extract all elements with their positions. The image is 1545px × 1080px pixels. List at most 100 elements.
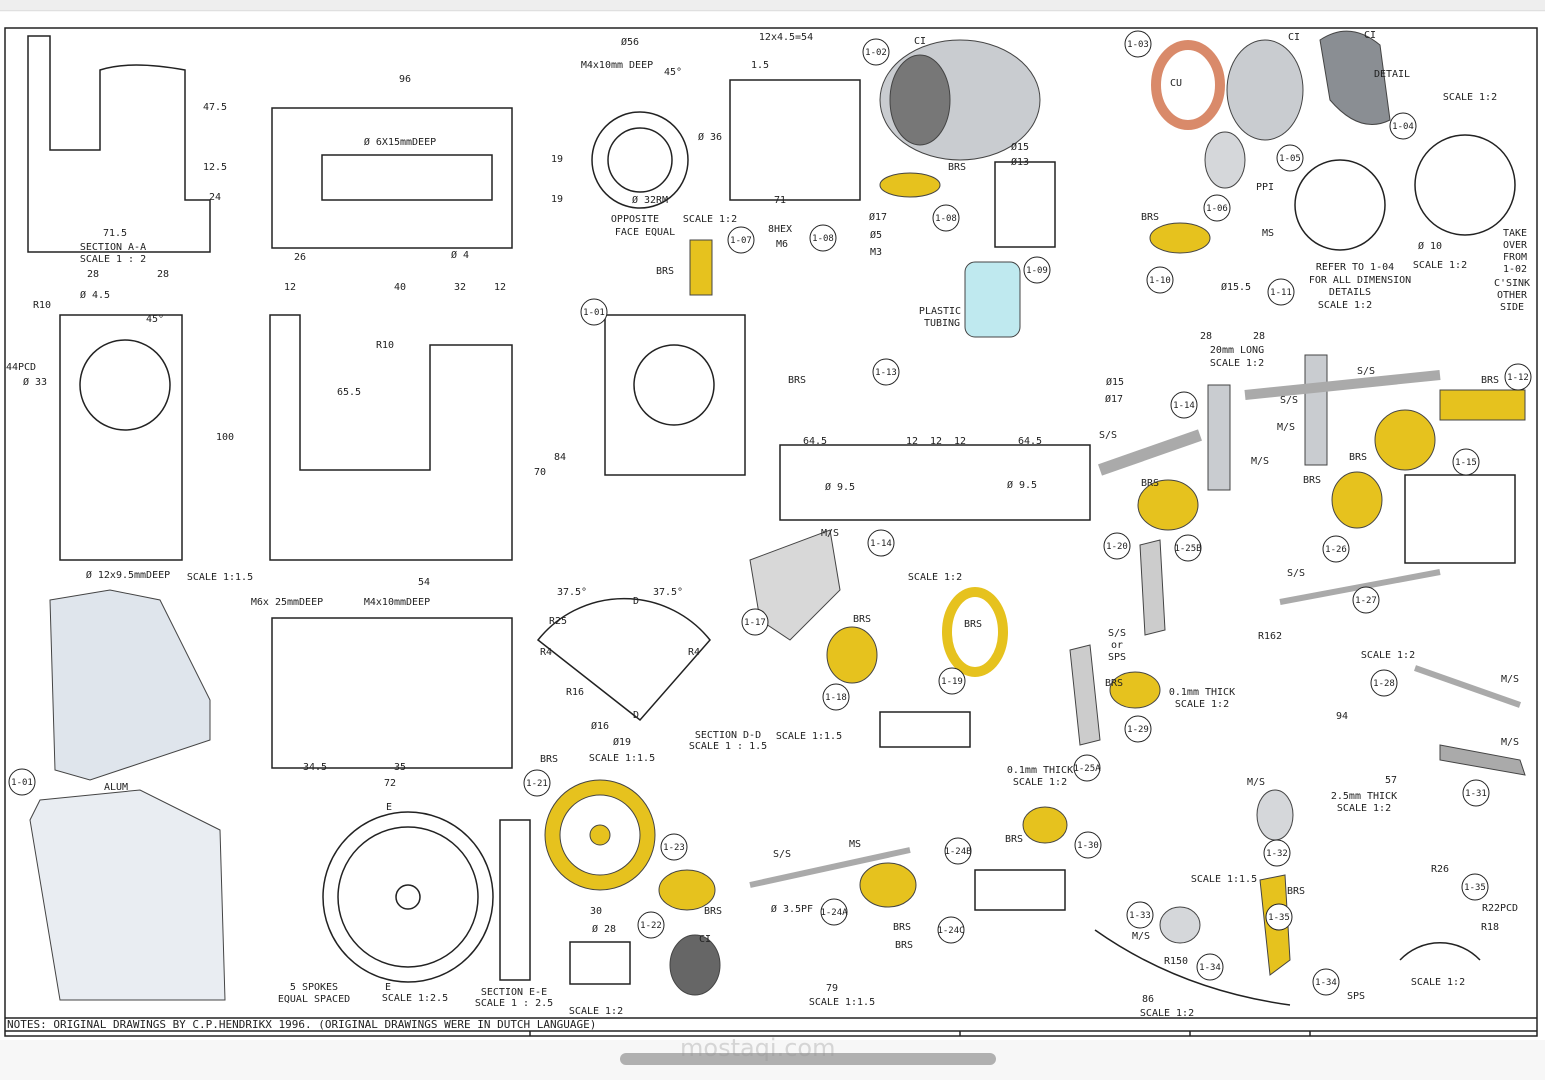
part-callout: 1-06 xyxy=(1203,194,1231,222)
part-callout: 1-24C xyxy=(937,916,965,944)
dimension-label: Ø 4 xyxy=(451,249,469,261)
callout-circle xyxy=(637,911,665,939)
callout-circle xyxy=(1322,535,1350,563)
dimension-label: 86 xyxy=(1142,994,1154,1005)
dimension-label: or xyxy=(1111,640,1123,651)
dimension-label: M4x10mmDEEP xyxy=(364,597,430,608)
dimension-label: Ø5 xyxy=(870,229,882,241)
dimension-label: R26 xyxy=(1431,864,1449,875)
part-callout: 1-10 xyxy=(1146,266,1174,294)
part-callout: 1-34 xyxy=(1196,953,1224,981)
callout-circle xyxy=(1461,873,1489,901)
dimension-label: Ø 9.5 xyxy=(1007,479,1037,491)
dimension-label: Ø 9.5 xyxy=(825,481,855,493)
callout-circle xyxy=(862,38,890,66)
dimension-label: 28 xyxy=(87,269,99,280)
dimension-label: Ø 3.5PF xyxy=(771,903,813,915)
dimension-label: R4 xyxy=(688,647,700,658)
scroll-handle[interactable] xyxy=(620,1053,996,1065)
tubing-render xyxy=(964,261,1021,338)
bracket-render xyxy=(49,589,211,781)
brass-bush xyxy=(1374,409,1436,471)
dimension-label: Ø13 xyxy=(1011,156,1029,168)
dimension-label: SCALE 1:2 xyxy=(683,214,737,225)
dimension-label: SCALE 1:1.5 xyxy=(809,997,875,1008)
callout-circle xyxy=(1146,266,1174,294)
dimension-label: R16 xyxy=(566,687,584,698)
dimension-label: SCALE 1:2 xyxy=(1413,260,1467,271)
dimension-label: BRS xyxy=(656,266,674,277)
dimension-label: 32 xyxy=(454,282,466,293)
dimension-label: OTHER xyxy=(1497,290,1528,301)
dimension-label: 57 xyxy=(1385,775,1397,786)
callout-label: 1-24C xyxy=(937,926,964,936)
callout-label: 1-13 xyxy=(875,368,897,378)
part-callout: 1-33 xyxy=(1126,901,1154,929)
callout-circle xyxy=(944,837,972,865)
part-outlines xyxy=(27,35,1516,1006)
part-callout: 1-15 xyxy=(1452,448,1480,476)
callout-label: 1-08 xyxy=(935,214,957,224)
callout-circle xyxy=(8,768,36,796)
dimension-label: 96 xyxy=(399,74,411,85)
part-callout: 1-14 xyxy=(867,529,895,557)
callout-label: 1-06 xyxy=(1206,204,1228,214)
dimension-label: Ø 44PCD xyxy=(0,361,36,373)
dimension-label: Ø 12x9.5mmDEEP xyxy=(86,569,170,581)
callout-circle xyxy=(1124,715,1152,743)
dimension-label: C'SINK xyxy=(1494,278,1530,289)
dimension-label: SIDE xyxy=(1500,302,1524,313)
dimension-label: SCALE 1:1.5 xyxy=(776,731,842,742)
dimension-label: OVER xyxy=(1503,240,1528,251)
callout-circle xyxy=(1452,448,1480,476)
callout-circle xyxy=(1370,669,1398,697)
callout-label: 1-24A xyxy=(820,908,848,918)
dimension-label: D xyxy=(633,596,639,607)
callout-circle xyxy=(1276,144,1304,172)
dimension-label: 64.5 xyxy=(1018,436,1042,447)
callout-circle xyxy=(660,833,688,861)
dimension-label: Ø 6X15mmDEEP xyxy=(364,136,436,148)
dimension-label: SCALE 1:2.5 xyxy=(382,993,448,1004)
dimension-label: Ø 32RM xyxy=(632,194,668,206)
dimension-label: M6 xyxy=(776,239,788,250)
dimension-label: Ø16 xyxy=(591,720,609,732)
callout-circle xyxy=(1124,30,1152,58)
dimension-label: BRS xyxy=(1141,212,1159,223)
dimension-label: TAKE xyxy=(1503,228,1527,239)
callout-label: 1-04 xyxy=(1392,122,1414,132)
dimension-label: M/S xyxy=(1501,737,1519,748)
callout-label: 1-14 xyxy=(1173,401,1195,411)
dimension-label: CU xyxy=(1170,78,1182,89)
callout-label: 1-11 xyxy=(1270,288,1292,298)
part-callout: 1-18 xyxy=(822,683,850,711)
dimension-label: FOR ALL DIMENSION xyxy=(1309,275,1411,286)
dimension-label: 0.1mm THICK xyxy=(1169,687,1235,698)
dimension-label: S/S xyxy=(1108,628,1126,639)
dimension-label: 71.5 xyxy=(103,228,127,239)
callout-circle xyxy=(867,529,895,557)
dimension-label: 12 xyxy=(906,436,918,447)
callout-circle xyxy=(1504,363,1532,391)
dimension-label: SCALE 1 : 2 xyxy=(80,254,146,265)
callout-label: 1-35 xyxy=(1268,913,1290,923)
dimension-label: SCALE 1:2 xyxy=(1411,977,1465,988)
callout-label: 1-17 xyxy=(744,618,766,628)
part-callout: 1-05 xyxy=(1276,144,1304,172)
watermark-logo: mostaqi.com xyxy=(680,1034,836,1062)
callout-circle xyxy=(523,769,551,797)
part-callout: 1-24B xyxy=(944,837,972,865)
callout-circle xyxy=(1352,586,1380,614)
dimension-label: 12 xyxy=(954,436,966,447)
dimension-label: Ø 33 xyxy=(23,376,47,388)
dimension-label: Ø15.5 xyxy=(1221,281,1251,293)
part-callout: 1-32 xyxy=(1263,839,1291,867)
dimension-label: SCALE 1:1.5 xyxy=(1191,874,1257,885)
callout-label: 1-09 xyxy=(1026,266,1048,276)
dimension-label: 30 xyxy=(590,906,602,917)
dimension-label: 28 xyxy=(157,269,169,280)
dimension-label: 71 xyxy=(774,195,786,206)
callout-label: 1-24B xyxy=(944,847,971,857)
